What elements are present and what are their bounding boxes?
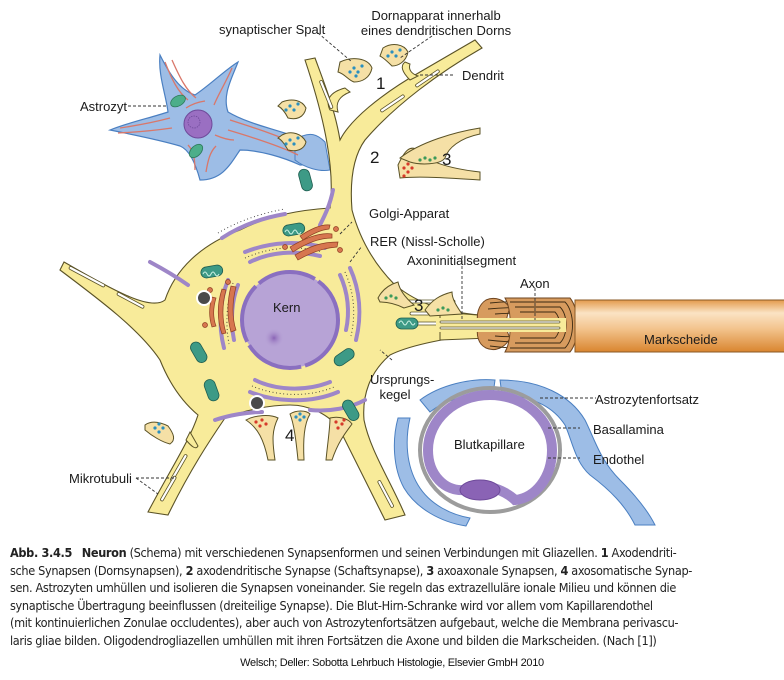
lysosomes bbox=[196, 290, 265, 411]
caption-num-3: 3 bbox=[426, 562, 434, 578]
label-axon-hillock-line2: kegel bbox=[379, 387, 411, 402]
label-spine-apparatus-line2: eines dendritischen Dorns bbox=[360, 23, 512, 38]
caption-line-3: sen. Astrozyten umhüllen und isolieren d… bbox=[10, 580, 676, 595]
caption-line-1: Abb. 3.4.5 Neuron (Schema) mit verschied… bbox=[10, 544, 776, 562]
astrocyte bbox=[107, 52, 331, 181]
caption-num-4: 4 bbox=[560, 562, 568, 578]
myelin-sheath bbox=[574, 299, 784, 353]
label-spine-apparatus: Dornapparat innerhalb eines dendritische… bbox=[346, 8, 526, 38]
label-endothelium: Endothel bbox=[593, 452, 645, 467]
label-astrocyte-process: Astrozytenfortsatz bbox=[595, 392, 700, 407]
caption-line-5: (mit kontinuierlichen Zonulae occludente… bbox=[10, 615, 679, 630]
caption-seg: sche Synapsen (Dornsynapsen), bbox=[10, 562, 186, 578]
caption-seg: (Schema) mit verschiedenen Synapsenforme… bbox=[126, 545, 601, 560]
label-myelin-sheath: Markscheide bbox=[644, 332, 718, 347]
synapse-number-1: 1 bbox=[376, 74, 386, 93]
caption-line-6: laris gliae bilden. Oligodendrogliazelle… bbox=[10, 632, 657, 648]
neuron-illustration bbox=[59, 32, 784, 527]
label-axon-hillock-line1: Ursprungs- bbox=[370, 372, 435, 387]
blood-capillary bbox=[393, 379, 656, 527]
label-axon-hillock: Ursprungs- kegel bbox=[370, 372, 435, 402]
caption-seg: axodendritische Synapse (Schaftsynapse), bbox=[193, 562, 427, 578]
caption-num-2: 2 bbox=[185, 562, 194, 578]
source-credit: Welsch; Deller: Sobotta Lehrbuch Histolo… bbox=[240, 657, 544, 669]
caption-seg: axoaxonale Synapsen, bbox=[433, 562, 561, 578]
neuron-diagram: synaptischer Spalt Dornapparat innerhalb… bbox=[59, 8, 784, 527]
caption-seg: Axodendriti- bbox=[608, 545, 677, 560]
mitochondria bbox=[190, 168, 419, 421]
caption-line-2: sche Synapsen (Dornsynapsen), 2 axodendr… bbox=[10, 562, 776, 580]
label-blood-capillary: Blutkapillare bbox=[454, 437, 525, 452]
label-microtubules: Mikrotubuli bbox=[69, 471, 132, 486]
synapse-number-2: 2 bbox=[370, 148, 380, 167]
caption-num-1: 1 bbox=[600, 545, 609, 560]
golgi-apparatus bbox=[202, 224, 343, 335]
synaptic-vesicles bbox=[153, 48, 450, 434]
nucleus bbox=[240, 270, 340, 370]
label-nucleus: Kern bbox=[273, 300, 301, 315]
label-golgi: Golgi-Apparat bbox=[369, 206, 450, 221]
caption-line-4: synaptische Übertragung beeinflussen (dr… bbox=[10, 597, 653, 613]
synapse-number-3a: 3 bbox=[442, 150, 452, 169]
label-dendrite: Dendrit bbox=[462, 68, 504, 83]
synapse-number-3b: 3 bbox=[414, 296, 424, 315]
leader-lines bbox=[128, 32, 596, 495]
label-axon: Axon bbox=[520, 276, 550, 291]
caption-seg: axosomatische Synap- bbox=[568, 562, 693, 578]
label-rer: RER (Nissl-Scholle) bbox=[370, 234, 485, 249]
label-axon-initial-segment: Axoninitialsegment bbox=[407, 253, 517, 268]
label-astrocyte: Astrozyt bbox=[80, 99, 127, 114]
label-spine-apparatus-line1: Dornapparat innerhalb bbox=[371, 8, 501, 23]
synapse-number-4: 4 bbox=[285, 426, 295, 445]
label-synaptic-cleft: synaptischer Spalt bbox=[219, 22, 326, 37]
caption-figure-number: Abb. 3.4.5 bbox=[10, 545, 72, 560]
caption-title: Neuron bbox=[81, 545, 127, 560]
figure-caption: Abb. 3.4.5 Neuron (Schema) mit verschied… bbox=[10, 544, 776, 649]
rer bbox=[148, 188, 367, 422]
label-basal-lamina: Basallamina bbox=[593, 422, 664, 437]
axon bbox=[436, 297, 784, 353]
